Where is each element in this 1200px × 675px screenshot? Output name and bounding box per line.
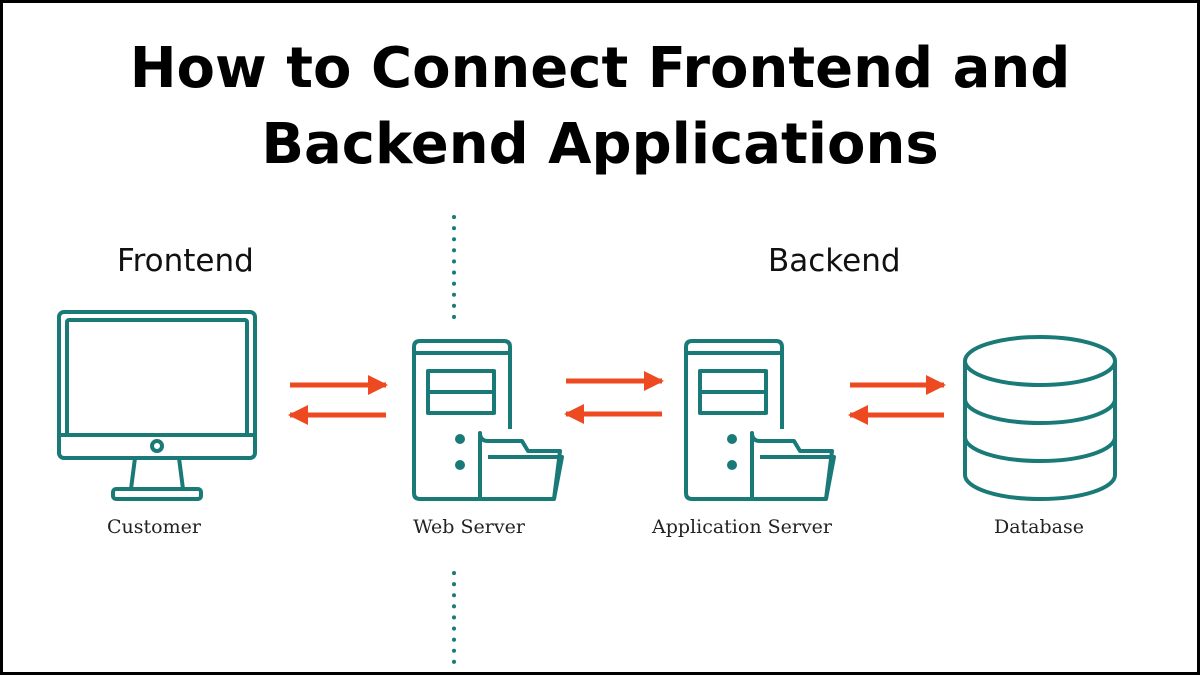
web-server-icon [412,339,564,501]
database-icon [963,335,1117,501]
page-title: How to Connect Frontend and Backend Appl… [3,31,1197,183]
monitor-icon [57,310,257,501]
architecture-diagram: Frontend Backend [57,215,1117,669]
application-server-label: Application Server [651,516,833,538]
database-label: Database [994,516,1084,538]
frontend-label: Frontend [117,243,254,279]
title-line-2: Backend Applications [261,112,939,177]
title-line-1: How to Connect Frontend and [129,36,1071,101]
customer-label: Customer [107,516,202,538]
backend-label: Backend [768,243,901,279]
web-server-label: Web Server [413,516,526,538]
application-server-icon [684,339,836,501]
